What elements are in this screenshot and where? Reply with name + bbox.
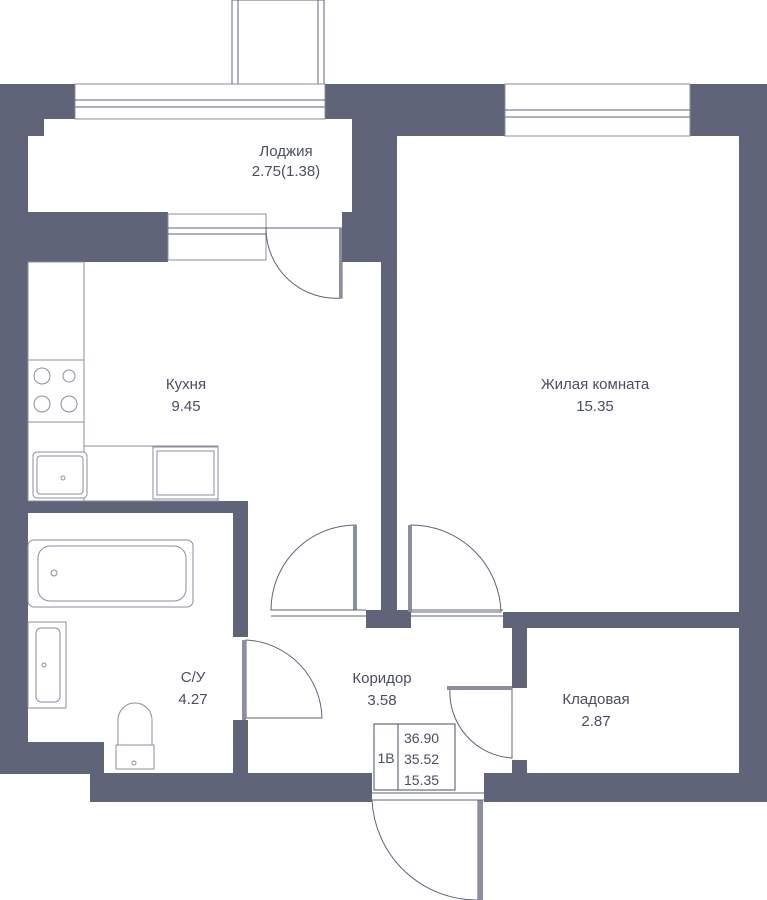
room-area: 2.87 bbox=[581, 713, 610, 730]
room-area: 3.58 bbox=[367, 692, 396, 709]
room-area: 4.27 bbox=[178, 691, 207, 708]
room-area: 2.75(1.38) bbox=[252, 163, 320, 180]
room-area: 15.35 bbox=[576, 398, 614, 415]
windows bbox=[40, 83, 691, 537]
kitchen-fixtures bbox=[27, 261, 219, 502]
living-area: 15.35 bbox=[404, 772, 439, 788]
room-label-loggia: Лоджия 2.75(1.38) bbox=[252, 143, 320, 180]
room-name: Кладовая bbox=[562, 691, 629, 708]
apartment-type: 1В bbox=[377, 750, 394, 766]
net-area: 35.52 bbox=[404, 751, 439, 767]
room-label-bathroom: С/У 4.27 bbox=[178, 669, 207, 708]
doors bbox=[242, 227, 513, 900]
room-label-kitchen: Кухня 9.45 bbox=[166, 376, 206, 415]
room-name: Коридор bbox=[352, 670, 411, 687]
room-label-corridor: Коридор 3.58 bbox=[352, 670, 411, 709]
room-area: 9.45 bbox=[171, 398, 200, 415]
room-name: Лоджия bbox=[259, 143, 312, 160]
area-summary: 1В 36.90 35.52 15.35 bbox=[373, 723, 456, 791]
room-label-storage: Кладовая 2.87 bbox=[562, 691, 629, 730]
balcony-frame bbox=[231, 0, 325, 86]
room-name: С/У bbox=[181, 669, 206, 686]
interior-walls bbox=[0, 119, 739, 774]
room-name: Жилая комната bbox=[541, 376, 650, 393]
room-name: Кухня bbox=[166, 376, 206, 393]
total-area: 36.90 bbox=[404, 730, 439, 746]
room-label-living: Жилая комната 15.35 bbox=[541, 376, 650, 415]
bathroom-fixtures bbox=[27, 539, 194, 770]
